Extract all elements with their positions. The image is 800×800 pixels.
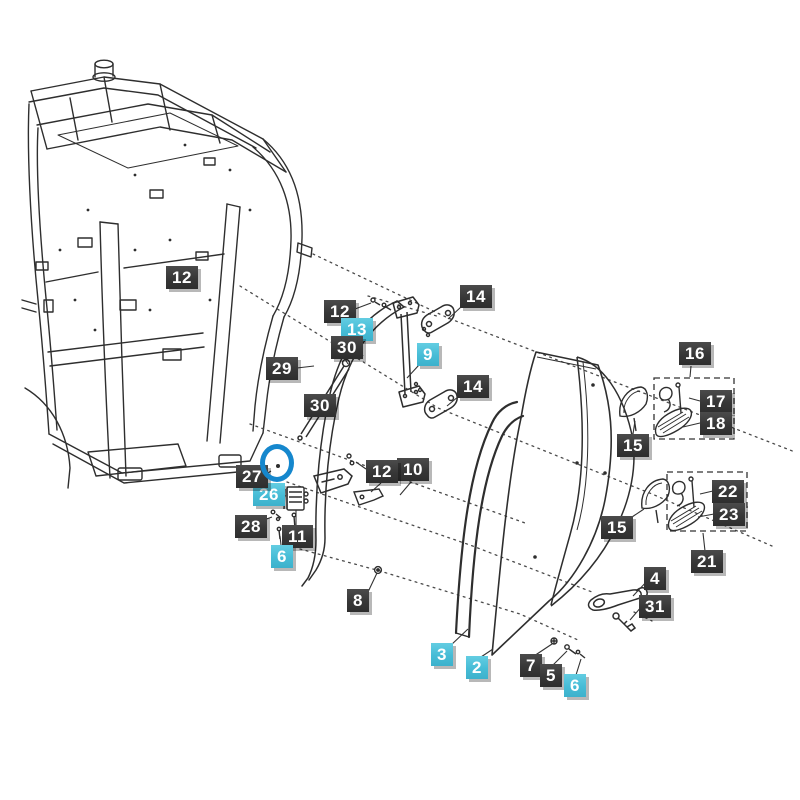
key-drawing [612,612,637,632]
part-label-26[interactable]: 26 [253,483,285,506]
highlight-circle [260,444,294,482]
part-label-8[interactable]: 8 [347,589,369,612]
part-label-23[interactable]: 23 [713,503,745,526]
part-label-7[interactable]: 7 [520,654,542,677]
bolt-8 [373,565,383,575]
mirror-kit-box-top [653,377,735,440]
part-label-11[interactable]: 11 [282,525,313,548]
glass-channel-drawing [454,400,525,639]
screw-7 [550,637,558,645]
cab-frame-drawing [21,59,313,489]
door-glass-drawing [491,351,612,656]
part-label-13[interactable]: 13 [341,318,373,341]
part-label-22[interactable]: 22 [712,480,744,503]
cab-rivet-dots [58,143,252,332]
part-label-6-hinge[interactable]: 6 [271,545,293,568]
mirror-kit-box-bottom [666,471,748,532]
part-label-4[interactable]: 4 [644,567,666,590]
part-label-15-bottom[interactable]: 15 [601,516,633,539]
mirror-assembly-top-drawing [619,377,735,440]
part-label-2[interactable]: 2 [466,656,488,679]
part-label-27[interactable]: 27 [236,465,268,488]
part-label-9[interactable]: 9 [417,343,439,366]
part-label-14-mid[interactable]: 14 [457,375,489,398]
part-label-3[interactable]: 3 [431,643,453,666]
part-label-17[interactable]: 17 [700,390,732,413]
mirror-assembly-bottom-drawing [641,471,748,532]
part-label-12-window-top[interactable]: 12 [324,300,356,323]
part-label-12-cab[interactable]: 12 [166,266,198,289]
part-label-18[interactable]: 18 [700,412,732,435]
pin-6 [575,649,586,659]
part-label-10[interactable]: 10 [397,458,429,481]
part-label-5[interactable]: 5 [540,664,562,687]
hinge-link-top [420,304,455,334]
part-label-6-pin[interactable]: 6 [564,674,586,697]
part-label-16[interactable]: 16 [679,342,711,365]
part-label-14-top[interactable]: 14 [460,285,492,308]
part-label-31[interactable]: 31 [639,595,671,618]
part-label-28[interactable]: 28 [235,515,267,538]
part-label-21[interactable]: 21 [691,550,723,573]
beacon-icon [92,59,116,82]
part-label-30-strut[interactable]: 30 [304,394,336,417]
part-label-29[interactable]: 29 [266,357,298,380]
part-label-15-top[interactable]: 15 [617,434,649,457]
part-label-30-top[interactable]: 30 [331,336,363,359]
part-label-12-latch[interactable]: 12 [366,460,398,483]
screw-5 [564,644,577,655]
latch-bracket-drawing [346,297,392,506]
